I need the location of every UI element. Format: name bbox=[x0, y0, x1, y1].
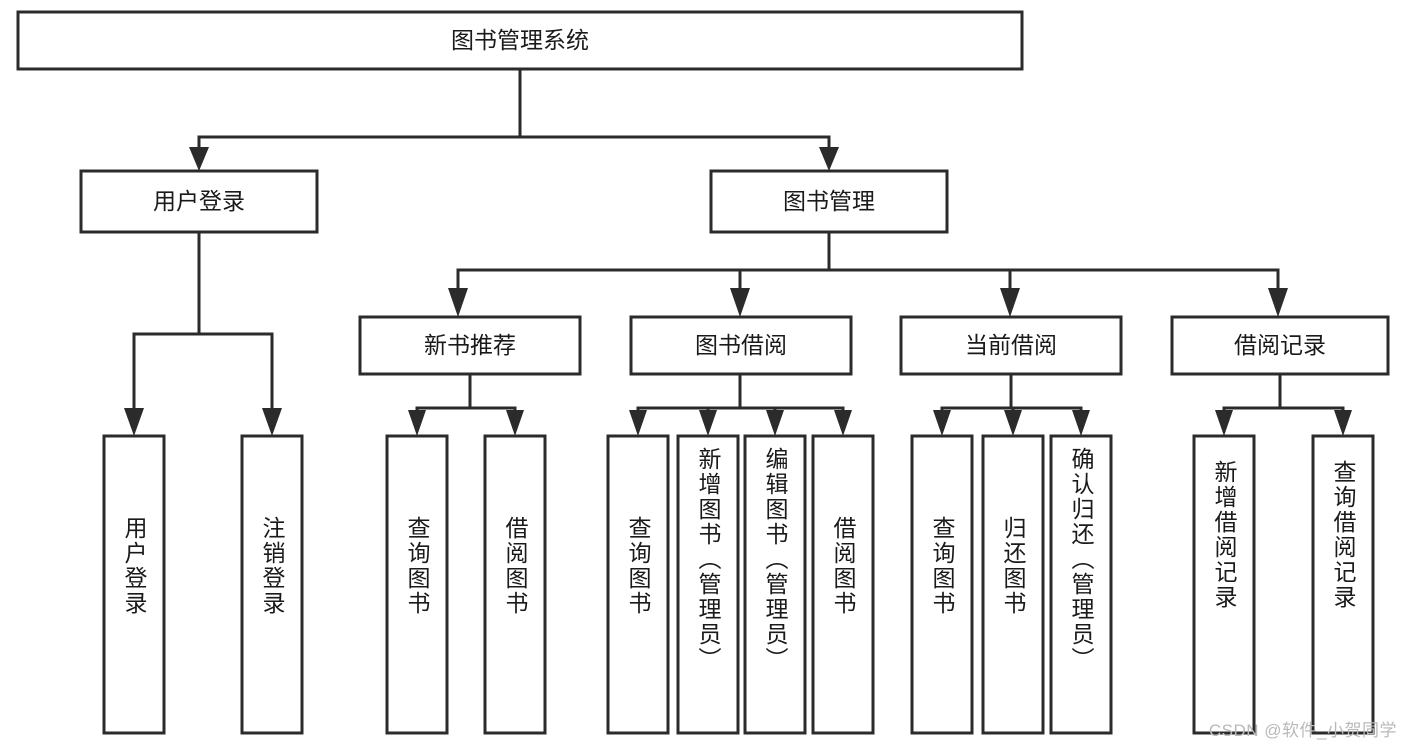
leaf-query-book-current-box[interactable] bbox=[910, 434, 974, 735]
arrow-book-manage-child-4 bbox=[1268, 288, 1288, 317]
arrow-borrow-leaf-4 bbox=[834, 410, 852, 436]
arrow-root-to-user-login bbox=[189, 147, 209, 171]
leaf-user-login-box[interactable] bbox=[102, 434, 166, 735]
arrow-borrow-leaf-2 bbox=[699, 410, 717, 436]
leaf-query-borrow-record-box[interactable] bbox=[1311, 434, 1375, 735]
leaf-add-book-box[interactable] bbox=[676, 434, 740, 735]
leaf-confirm-return-box[interactable] bbox=[1049, 434, 1113, 735]
arrow-root-to-book-manage bbox=[819, 147, 839, 171]
leaf-borrow-book-recommend-box[interactable] bbox=[483, 434, 547, 735]
node-root[interactable]: 图书管理系统 bbox=[16, 10, 1024, 71]
node-user-login-label: 用户登录 bbox=[153, 188, 245, 214]
connector-group-current-borrow bbox=[933, 372, 1090, 436]
leaf-query-book-recommend-box[interactable] bbox=[385, 434, 449, 735]
arrow-recommend-leaf-2 bbox=[506, 410, 524, 436]
node-book-borrow[interactable]: 图书借阅 bbox=[629, 315, 853, 376]
arrow-record-leaf-1 bbox=[1215, 410, 1233, 436]
node-current-borrow-label: 当前借阅 bbox=[965, 332, 1057, 358]
arrow-current-leaf-3 bbox=[1072, 410, 1090, 436]
node-root-label: 图书管理系统 bbox=[451, 27, 589, 53]
arrow-book-manage-child-2 bbox=[730, 288, 750, 317]
node-borrow-record[interactable]: 借阅记录 bbox=[1170, 315, 1390, 376]
leaf-query-book-borrow-box[interactable] bbox=[606, 434, 670, 735]
leaf-add-borrow-record-box[interactable] bbox=[1192, 434, 1256, 735]
arrow-user-login-leaf-1 bbox=[124, 408, 144, 436]
node-book-borrow-label: 图书借阅 bbox=[695, 332, 787, 358]
node-book-manage-label: 图书管理 bbox=[783, 188, 875, 214]
arrow-book-manage-child-3 bbox=[1000, 288, 1020, 317]
connector-group-borrow-record bbox=[1215, 372, 1352, 436]
node-current-borrow-box[interactable] bbox=[899, 315, 1123, 376]
arrow-book-manage-child-1 bbox=[448, 288, 468, 317]
node-current-borrow[interactable]: 当前借阅 bbox=[899, 315, 1123, 376]
node-borrow-record-box[interactable] bbox=[1170, 315, 1390, 376]
watermark-text: CSDN @软件_小贺同学 bbox=[1208, 721, 1397, 740]
connector-group-root bbox=[189, 67, 839, 171]
node-new-book-recommend[interactable]: 新书推荐 bbox=[358, 315, 582, 376]
arrow-current-leaf-2 bbox=[1004, 410, 1022, 436]
leaf-edit-book-box[interactable] bbox=[743, 434, 807, 735]
node-user-login-box[interactable] bbox=[79, 169, 319, 234]
leaf-logout-box[interactable] bbox=[240, 434, 304, 735]
leaf-boxes bbox=[102, 434, 1375, 735]
node-new-book-recommend-box[interactable] bbox=[358, 315, 582, 376]
node-root-box[interactable] bbox=[16, 10, 1024, 71]
node-book-borrow-box[interactable] bbox=[629, 315, 853, 376]
connector-group-book-borrow bbox=[629, 372, 852, 436]
arrow-borrow-leaf-1 bbox=[629, 410, 647, 436]
node-borrow-record-label: 借阅记录 bbox=[1234, 332, 1326, 358]
arrow-recommend-leaf-1 bbox=[408, 410, 426, 436]
node-book-manage-box[interactable] bbox=[709, 169, 949, 234]
leaf-return-book-box[interactable] bbox=[981, 434, 1045, 735]
arrow-record-leaf-2 bbox=[1334, 410, 1352, 436]
arrow-current-leaf-1 bbox=[933, 410, 951, 436]
connector-group-new-book-recommend bbox=[408, 372, 524, 436]
node-book-manage[interactable]: 图书管理 bbox=[709, 169, 949, 234]
connector-group-book-manage bbox=[448, 230, 1288, 317]
leaf-borrow-book-box[interactable] bbox=[811, 434, 875, 735]
node-new-book-recommend-label: 新书推荐 bbox=[424, 332, 516, 358]
connector-group-user-login bbox=[124, 230, 282, 436]
arrow-user-login-leaf-2 bbox=[262, 408, 282, 436]
node-user-login[interactable]: 用户登录 bbox=[79, 169, 319, 234]
arrow-borrow-leaf-3 bbox=[766, 410, 784, 436]
